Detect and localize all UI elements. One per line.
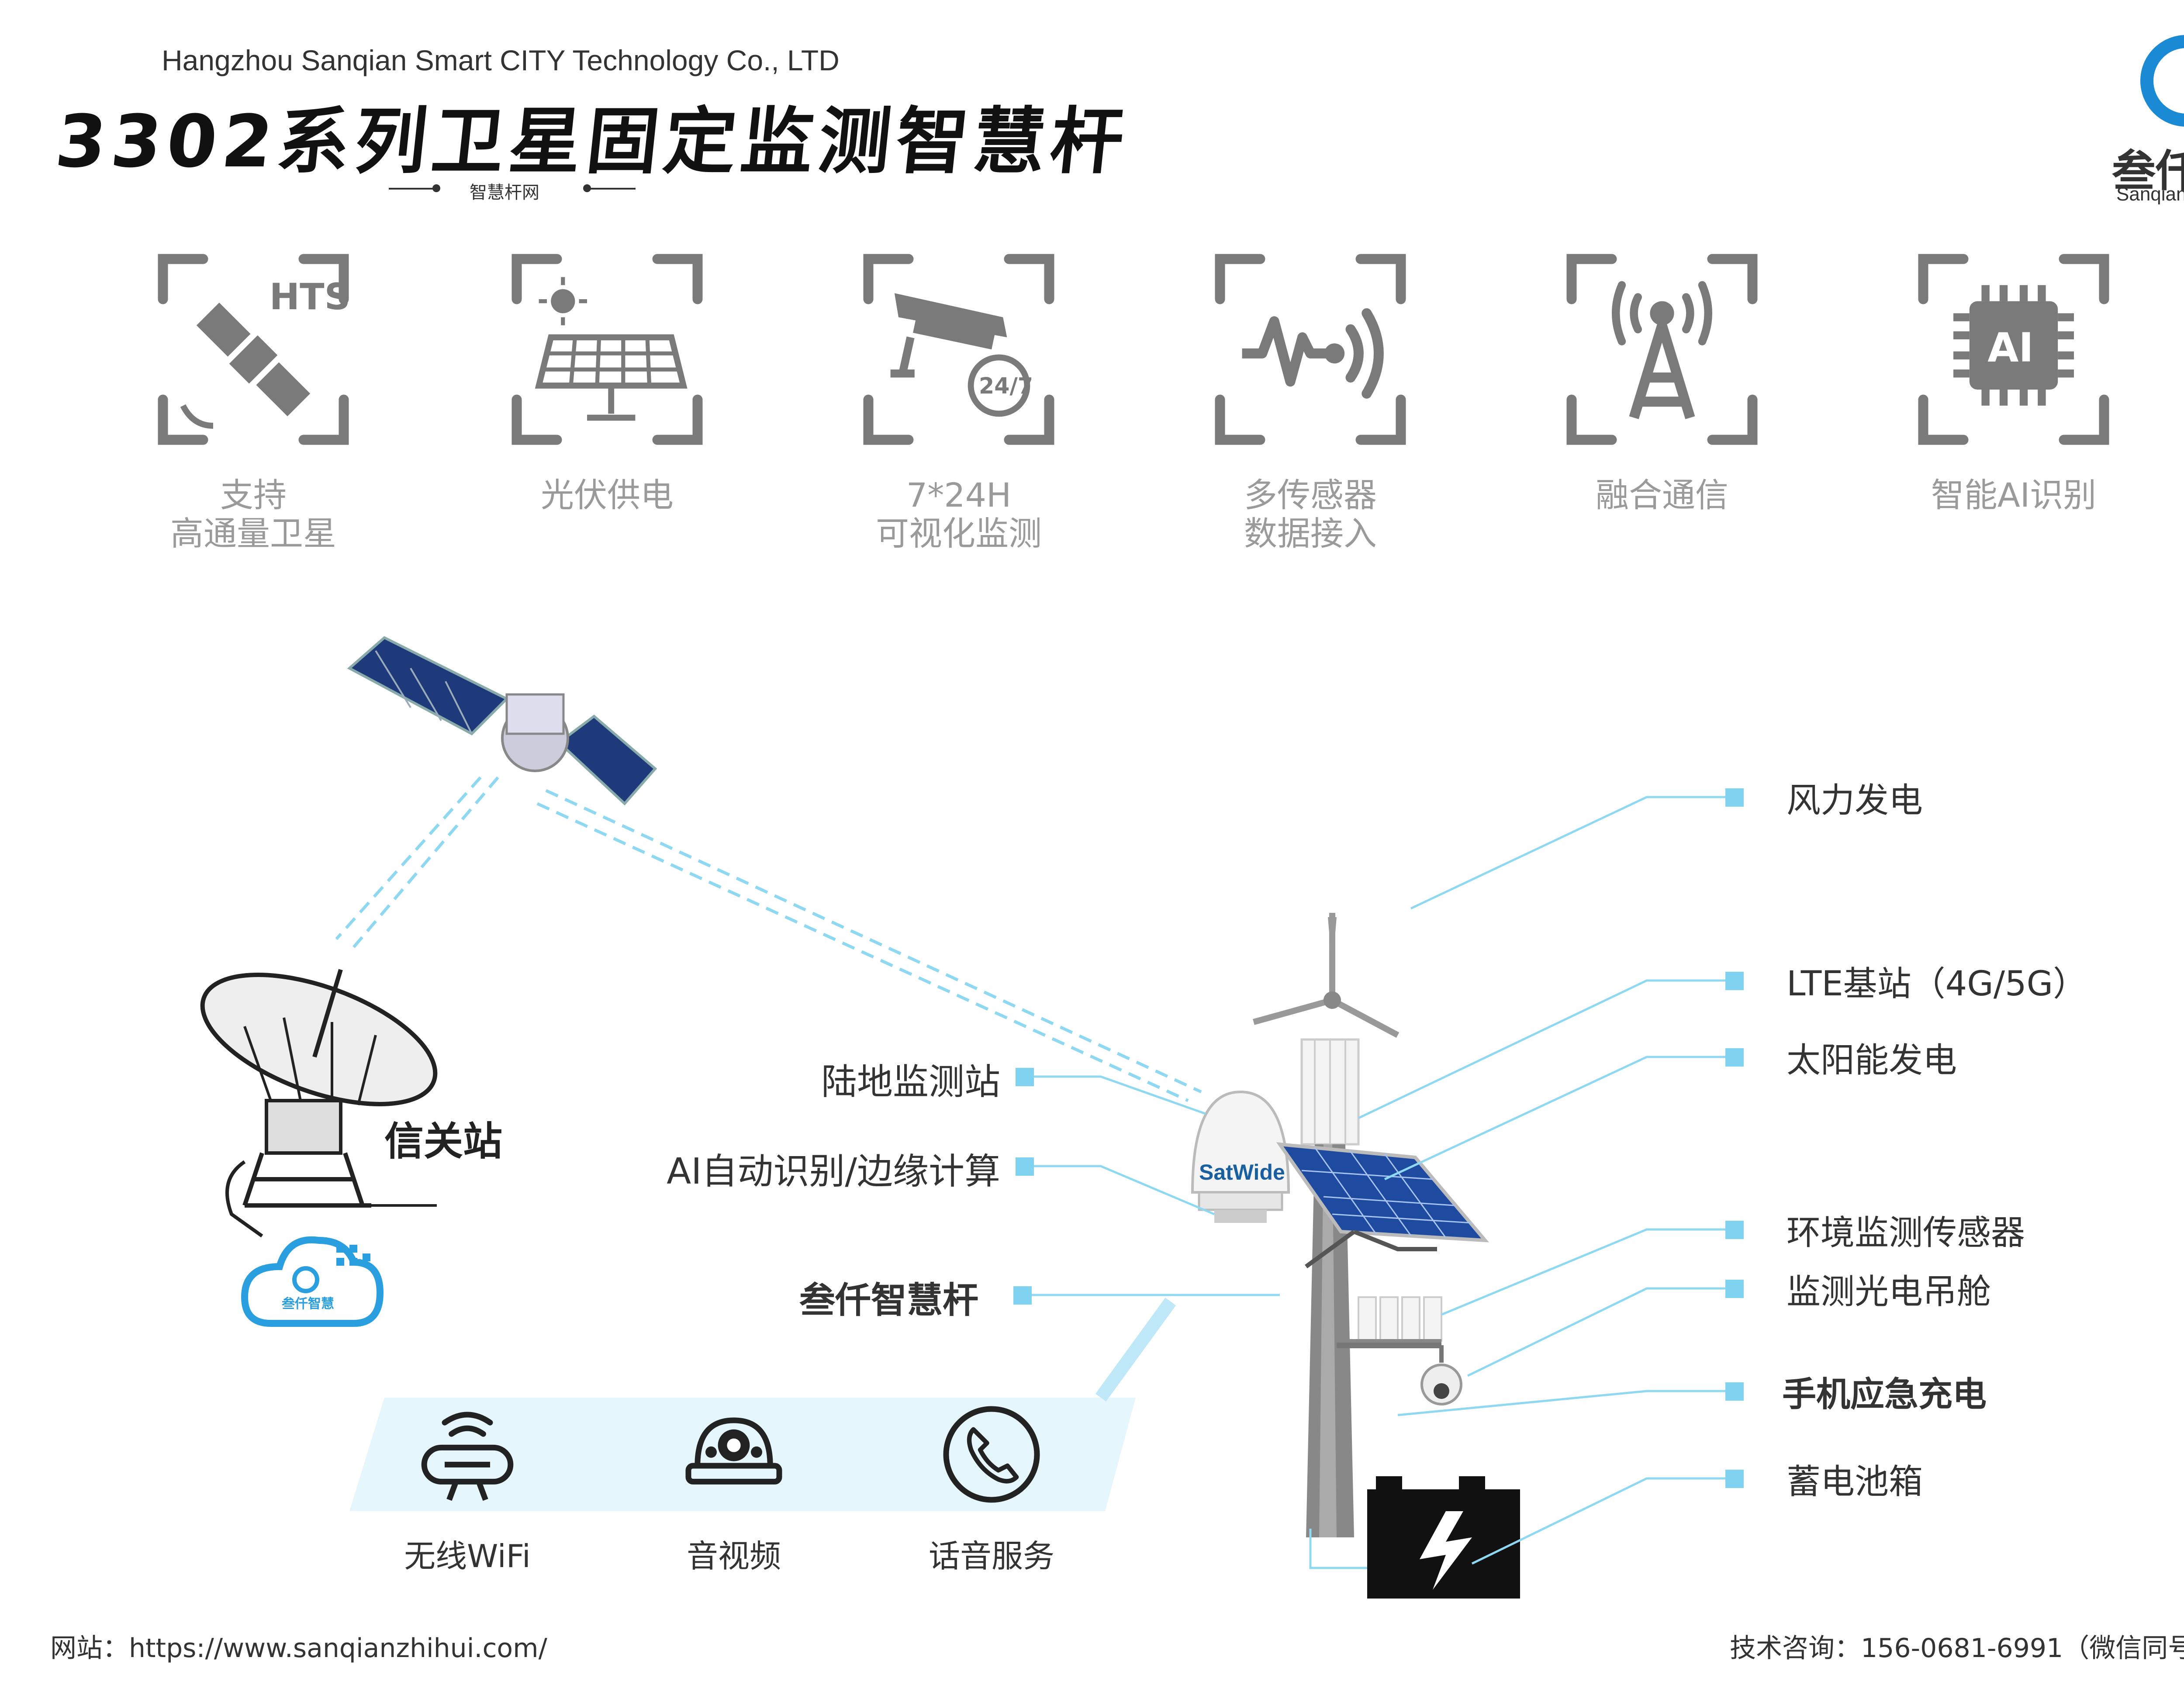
label-marker xyxy=(1725,788,1744,807)
svg-text:AI: AI xyxy=(1987,325,2033,371)
cctv-camera-icon: 24/7 xyxy=(863,254,1054,445)
footer-contact: 技术咨询：156-0681-6991（微信同号） xyxy=(1730,1633,2184,1664)
svg-text:24/7: 24/7 xyxy=(979,373,1033,399)
satellite-illustration xyxy=(347,636,657,806)
dome-brand-label: SatWide xyxy=(1199,1160,1285,1184)
gateway-dish-illustration xyxy=(200,969,438,1238)
label-marker xyxy=(1725,1382,1744,1401)
label-marker xyxy=(1725,1048,1744,1067)
service-label: 话音服务 xyxy=(928,1538,1054,1575)
service-wifi: 无线WiFi xyxy=(389,1398,546,1576)
brand-logo-english: Sanqian Smart xyxy=(2116,183,2184,205)
label-optoelectronic-pod: 监测光电吊舱 xyxy=(1787,1272,1991,1312)
feature-multi-sensor: 多传感器数据接入 xyxy=(1197,249,1424,553)
battery-box-illustration xyxy=(1367,1476,1520,1599)
feature-high-throughput-satellite: HTS 支持高通量卫星 xyxy=(140,249,367,553)
label-battery-box: 蓄电池箱 xyxy=(1787,1462,1923,1502)
service-voice: 话音服务 xyxy=(913,1398,1070,1576)
service-audio-video: 音视频 xyxy=(655,1398,812,1576)
company-name: Hangzhou Sanqian Smart CITY Technology C… xyxy=(162,44,840,76)
feature-label: 多传感器数据接入 xyxy=(1244,476,1377,553)
svg-text:HTS: HTS xyxy=(270,276,350,318)
ai-chip-icon: AI xyxy=(1918,254,2109,445)
dome-camera-icon xyxy=(685,1417,782,1485)
solar-panel-icon xyxy=(511,254,703,445)
subtitle-line-left xyxy=(389,188,437,190)
satellite-dome-illustration xyxy=(1191,1090,1290,1223)
label-marker xyxy=(1013,1286,1032,1305)
brand-logo xyxy=(2132,26,2184,135)
label-marker xyxy=(1016,1157,1034,1176)
label-ai-edge-computing: AI自动识别/边缘计算 xyxy=(667,1151,1000,1192)
subtitle-line-right xyxy=(587,188,636,190)
label-marker xyxy=(1016,1068,1034,1086)
footer-website[interactable]: 网站：https://www.sanqianzhihui.com/ xyxy=(50,1633,547,1664)
antenna-tower-icon xyxy=(1566,254,1758,445)
label-marker xyxy=(1725,1221,1744,1239)
cloud-logo-text: 叁仟智慧 xyxy=(282,1296,334,1312)
feature-label: 融合通信 xyxy=(1596,476,1728,514)
satellite-link xyxy=(335,776,1202,1102)
label-marker xyxy=(1725,1280,1744,1298)
solar-panel-illustration xyxy=(1276,1142,1489,1269)
cloud-logo-illustration xyxy=(241,1236,384,1327)
wifi-router-icon xyxy=(421,1412,514,1501)
service-label: 无线WiFi xyxy=(404,1538,531,1575)
label-leader-lines xyxy=(1026,796,1734,1569)
service-label: 音视频 xyxy=(686,1538,781,1575)
feature-label: 支持高通量卫星 xyxy=(170,476,336,553)
label-sanqian-smart-pole: 叁仟智慧杆 xyxy=(799,1280,978,1321)
satellite-hts-icon: HTS xyxy=(158,254,350,445)
label-environment-sensor: 环境监测传感器 xyxy=(1787,1213,2025,1253)
label-marker xyxy=(1725,972,1744,990)
feature-converged-communication: 融合通信 xyxy=(1548,249,1776,514)
phone-icon xyxy=(943,1406,1040,1503)
brand-logo-name: 叁仟智慧 xyxy=(2112,145,2184,197)
gateway-label: 信关站 xyxy=(384,1119,502,1164)
feature-ai-recognition: AI 智能AI识别 xyxy=(1900,249,2127,514)
label-wind-power: 风力发电 xyxy=(1787,781,1923,820)
sensor-wave-icon xyxy=(1215,254,1406,445)
label-land-monitoring-station: 陆地监测站 xyxy=(821,1061,1000,1103)
feature-label: 智能AI识别 xyxy=(1931,476,2097,514)
label-marker xyxy=(1725,1470,1744,1488)
brand-logo-icon xyxy=(2140,35,2184,127)
feature-label: 光伏供电 xyxy=(541,476,674,514)
label-lte-base-station: LTE基站（4G/5G） xyxy=(1787,964,2087,1004)
feature-solar-power: 光伏供电 xyxy=(494,249,721,514)
subtitle-dot-left xyxy=(432,184,440,192)
page-subtitle: 智慧杆网 xyxy=(470,183,539,203)
label-phone-emergency-charging: 手机应急充电 xyxy=(1782,1375,1987,1414)
subtitle-dot-right xyxy=(583,184,591,192)
label-solar-power: 太阳能发电 xyxy=(1787,1041,1957,1080)
